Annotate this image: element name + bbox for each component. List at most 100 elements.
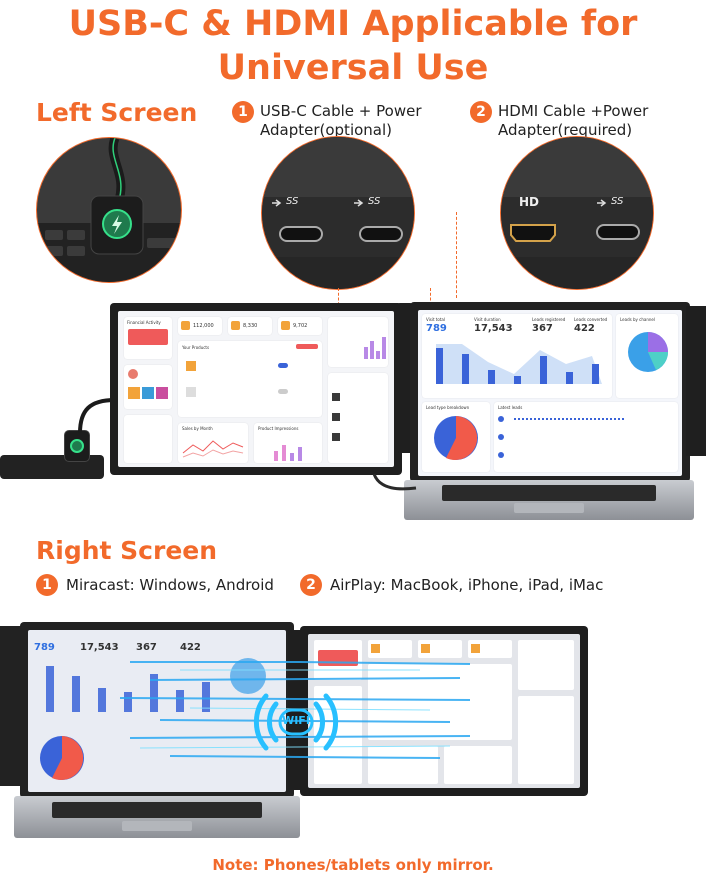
stat-label-2: Visit duration <box>474 317 501 322</box>
bottom-monitor-dashboard <box>314 640 574 784</box>
leads-by-channel-card: Leads by channel <box>616 314 678 398</box>
stat-icon-1 <box>181 321 190 330</box>
notif-thumb-3 <box>332 433 340 441</box>
stat-label-4: Leads converted <box>574 317 608 322</box>
profile-thumb-3 <box>156 387 168 399</box>
wifi-label: WIFI <box>282 714 310 727</box>
right-dashboard-screen: Visit total 789 Visit duration 17,543 Le… <box>418 310 682 476</box>
hdmi-port-illustration <box>501 137 653 289</box>
play-icon-1[interactable] <box>498 416 504 422</box>
sales-line-chart <box>182 440 244 458</box>
usb-ss-label-3: SS <box>611 196 624 207</box>
bottom-left-bracket <box>0 626 22 786</box>
stat-label-1: Visit total <box>426 317 445 322</box>
right-option-badge-2: 2 <box>300 574 322 596</box>
profile-thumb-1 <box>128 387 140 399</box>
headline-line-1: USB-C & HDMI Applicable for <box>68 4 638 44</box>
product-thumb-1 <box>186 361 196 371</box>
left-monitor-top: Financial Activity 112,000 8,330 9,702 Y… <box>110 303 402 475</box>
financial-card: Financial Activity <box>124 317 172 359</box>
leader-line-3 <box>456 212 457 298</box>
stat-visit-total: 789 <box>426 323 447 334</box>
wifi-streaks <box>120 661 471 759</box>
hd-label: HD <box>519 195 540 209</box>
leads-by-channel-pie <box>628 332 668 372</box>
headline-line-2: Universal Use <box>217 48 489 88</box>
stat-label-3: Leads registered <box>532 317 566 322</box>
right-option-badge-1: 1 <box>36 574 58 596</box>
latest-leads-title: Latest leads <box>498 405 523 410</box>
stat-card-2: 8,330 <box>228 317 272 335</box>
charger-lightning-icon <box>70 439 84 453</box>
option-badge-2: 2 <box>470 101 492 123</box>
sales-title: Sales by Month <box>182 426 213 431</box>
lead-type-card: Lead type breakdown <box>422 402 490 472</box>
stat-card-3: 9,702 <box>278 317 322 335</box>
financial-title: Financial Activity <box>127 320 161 325</box>
product-toggle-2[interactable] <box>278 389 288 394</box>
left-option-2-line-2: Adapter(required) <box>498 121 633 139</box>
bottom-monitor-screen <box>308 634 580 788</box>
notif-thumb-1 <box>332 393 340 401</box>
stat-value-3: 9,702 <box>293 323 308 329</box>
right-edge-bracket <box>686 306 706 456</box>
laptop-bottom-base <box>14 796 300 838</box>
play-icon-2[interactable] <box>498 434 504 440</box>
products-button[interactable] <box>296 344 318 349</box>
impressions-bar-chart <box>274 445 302 461</box>
lead-type-title: Lead type breakdown <box>426 405 470 410</box>
stat-value-1: 112,000 <box>193 323 214 329</box>
play-icon-3[interactable] <box>498 452 504 458</box>
left-option-1: USB-C Cable + Power Adapter(optional) <box>260 102 421 140</box>
laptop-top-trackpad <box>514 503 584 513</box>
left-option-1-line-2: Adapter(optional) <box>260 121 393 139</box>
impressions-card: Product Impressions <box>254 423 322 463</box>
charger-cable <box>78 398 116 434</box>
usb-plug-closeup <box>36 137 182 283</box>
stat-icon-3 <box>281 321 290 330</box>
bottom-laptop-screen: 789 17,543 367 422 <box>28 630 286 792</box>
lead-type-pie <box>434 416 478 460</box>
profile-thumb-2 <box>142 387 154 399</box>
bottom-left-card <box>124 415 172 463</box>
laptop-bottom-display: 789 17,543 367 422 <box>20 622 294 798</box>
stat-icon-2 <box>231 321 240 330</box>
avatar <box>128 369 138 379</box>
leader-line-4 <box>430 288 431 310</box>
charger-plug <box>64 430 90 462</box>
audio-waveform <box>514 418 624 420</box>
left-option-1-line-1: USB-C Cable + Power <box>260 102 422 120</box>
usb-ss-label-1: SS <box>286 196 299 207</box>
stat-leads-registered: 367 <box>532 323 553 334</box>
wifi-icon: WIFI <box>248 682 344 762</box>
hdmi-port-closeup: HD SS <box>500 136 654 290</box>
laptop-bottom-keyboard <box>52 802 262 818</box>
footer-note: Note: Phones/tablets only mirror. <box>212 856 494 874</box>
headline: USB-C & HDMI Applicable for Universal Us… <box>0 2 706 90</box>
bottom-stat-leads-registered: 367 <box>136 642 157 653</box>
impressions-title: Product Impressions <box>258 426 299 431</box>
usb-ss-label-2: SS <box>368 196 381 207</box>
product-toggle-1[interactable] <box>278 363 288 368</box>
sales-card: Sales by Month <box>178 423 248 463</box>
bottom-monitor <box>300 626 588 796</box>
leads-by-channel-title: Leads by channel <box>620 317 655 322</box>
side-bar-chart <box>364 337 386 359</box>
stat-leads-converted: 422 <box>574 323 595 334</box>
left-option-2: HDMI Cable +Power Adapter(required) <box>498 102 648 140</box>
option-badge-1: 1 <box>232 101 254 123</box>
left-dashboard-screen: Financial Activity 112,000 8,330 9,702 Y… <box>118 311 394 467</box>
financial-red-bar <box>128 329 168 345</box>
stat-card-1: 112,000 <box>178 317 222 335</box>
right-screen-title: Right Screen <box>36 536 218 565</box>
bottom-stat-leads-converted: 422 <box>180 642 201 653</box>
hdmi-cable <box>372 473 417 491</box>
bottom-stat-visit-duration: 17,543 <box>80 642 119 653</box>
latest-leads-card: Latest leads <box>494 402 678 472</box>
left-option-2-line-1: HDMI Cable +Power <box>498 102 649 120</box>
visits-combo-chart <box>436 344 602 384</box>
laptop-bottom-trackpad <box>122 821 192 831</box>
notifications-card <box>328 373 388 463</box>
usb-plug-illustration <box>37 138 181 282</box>
right-option-1: Miracast: Windows, Android <box>66 576 274 594</box>
